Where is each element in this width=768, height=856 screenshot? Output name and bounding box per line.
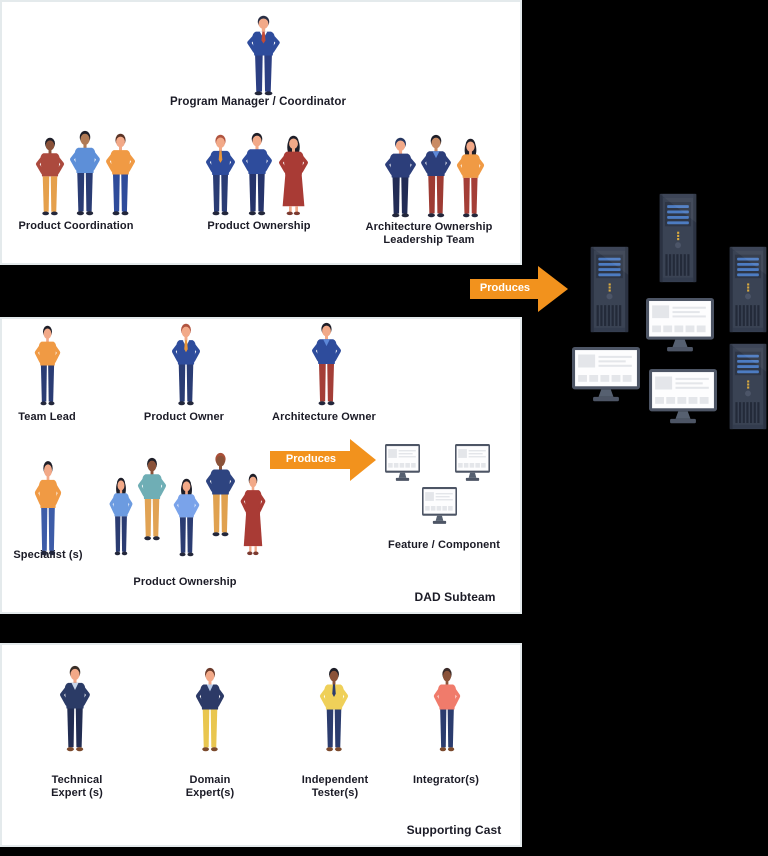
produces-arrow-mid: Produces bbox=[270, 439, 376, 481]
panel-supporting-cast bbox=[0, 643, 522, 847]
server-icon bbox=[590, 246, 629, 333]
monitor-icon bbox=[385, 444, 420, 481]
label-program-manager: Program Manager / Coordinator bbox=[169, 96, 347, 108]
figure-integrator bbox=[433, 667, 461, 752]
figure-architecture-ownership-2 bbox=[421, 134, 451, 218]
figure-product-owner bbox=[171, 323, 201, 406]
figure-architecture-ownership-3 bbox=[456, 138, 485, 218]
arrow-right-icon bbox=[270, 439, 376, 481]
label-product-coordination: Product Coordination bbox=[18, 220, 134, 232]
figure-product-ownership-member-4 bbox=[206, 452, 235, 537]
caption-supporting-cast: Supporting Cast bbox=[406, 823, 502, 837]
monitor-icon bbox=[422, 487, 457, 524]
monitor-icon bbox=[455, 444, 490, 481]
figure-technical-expert bbox=[60, 665, 90, 752]
figure-program-manager bbox=[247, 15, 280, 96]
figure-product-coordination-3 bbox=[106, 133, 135, 216]
figure-product-ownership-member-3 bbox=[173, 478, 200, 557]
figure-product-ownership-1 bbox=[206, 134, 235, 216]
server-icon bbox=[659, 193, 697, 283]
label-architecture-owner: Architecture Owner bbox=[272, 411, 376, 423]
figure-product-coordination-2 bbox=[70, 130, 100, 216]
figure-product-coordination-1 bbox=[35, 137, 65, 216]
label-feature-component: Feature / Component bbox=[388, 539, 500, 551]
monitor-icon bbox=[649, 369, 717, 424]
label-architecture-ownership: Architecture Ownership bbox=[365, 221, 493, 233]
figure-product-ownership-member-5 bbox=[240, 473, 266, 556]
panel-dad-subteam bbox=[0, 317, 522, 614]
figure-product-ownership-3 bbox=[279, 135, 308, 216]
figure-team-lead bbox=[34, 325, 61, 406]
caption-dad-subteam: DAD Subteam bbox=[414, 590, 496, 604]
label-integrators: Integrator(s) bbox=[412, 774, 480, 786]
figure-independent-tester bbox=[319, 667, 349, 752]
monitor-icon bbox=[646, 298, 714, 352]
figure-product-ownership-2 bbox=[242, 132, 272, 216]
label-team-lead: Team Lead bbox=[18, 411, 76, 423]
server-icon bbox=[729, 246, 767, 333]
produces-arrow-top: Produces bbox=[470, 266, 568, 312]
figure-specialist bbox=[34, 461, 62, 556]
caption-leadership-team: Leadership Team bbox=[383, 234, 475, 246]
server-icon bbox=[729, 343, 767, 430]
label-technical-expert: Technical Expert (s) bbox=[51, 774, 103, 799]
figure-product-ownership-member-2 bbox=[137, 457, 167, 541]
label-product-owner: Product Owner bbox=[143, 411, 225, 423]
label-product-ownership-top: Product Ownership bbox=[207, 220, 311, 232]
produces-arrow-mid-label: Produces bbox=[285, 453, 337, 465]
monitor-icon bbox=[572, 347, 640, 402]
figure-architecture-owner bbox=[312, 322, 341, 406]
figure-architecture-ownership-1 bbox=[385, 137, 416, 218]
figure-domain-expert bbox=[195, 667, 225, 752]
label-product-ownership-mid: Product Ownership bbox=[133, 576, 237, 588]
label-domain-expert: Domain Expert(s) bbox=[185, 774, 235, 799]
arrow-right-icon bbox=[470, 266, 568, 312]
produces-arrow-top-label: Produces bbox=[479, 282, 531, 294]
figure-product-ownership-member-1 bbox=[109, 477, 133, 556]
label-independent-tester: Independent Tester(s) bbox=[301, 774, 369, 799]
